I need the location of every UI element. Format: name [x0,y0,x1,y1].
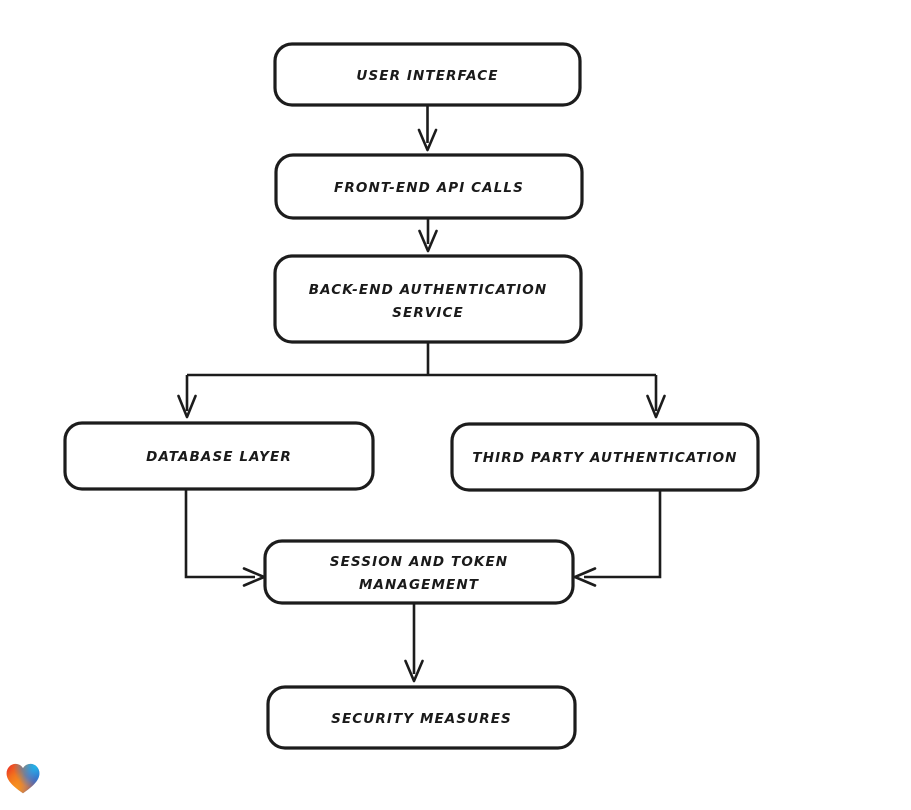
node-third-party-authentication[interactable]: THIRD PARTY AUTHENTICATION [450,422,760,492]
database-layer-label: DATABASE LAYER [146,449,292,465]
node-user-interface[interactable]: USER INTERFACE [273,42,582,107]
node-database-layer[interactable]: DATABASE LAYER [63,421,375,491]
edge-backend-split-bar [187,342,656,377]
node-session-and-token-management[interactable]: SESSION AND TOKEN MANAGEMENT [263,539,575,605]
edge-thirdparty-to-session [573,490,662,587]
third-party-authentication-box[interactable] [450,422,760,492]
edge-session-to-security [404,603,424,683]
back-end-authentication-service-box[interactable] [273,254,583,344]
edge-api-to-backend [418,218,438,253]
front-end-api-calls-box[interactable] [274,153,584,220]
back-end-authentication-service-label-line1: BACK-END AUTHENTICATION [309,282,548,298]
user-interface-box[interactable] [273,42,582,107]
database-layer-box[interactable] [63,421,375,491]
edge-database-to-session [184,489,266,587]
session-and-token-management-box[interactable] [263,539,575,605]
security-measures-box[interactable] [266,685,577,750]
front-end-api-calls-label: FRONT-END API CALLS [334,180,524,196]
session-and-token-management-label-line2: MANAGEMENT [359,577,480,593]
edge-backend-to-database [177,375,197,419]
security-measures-label: SECURITY MEASURES [331,711,512,727]
node-back-end-authentication-service[interactable]: BACK-END AUTHENTICATION SERVICE [273,254,583,344]
session-and-token-management-label-line1: SESSION AND TOKEN [330,554,508,570]
heart-icon [6,763,40,794]
edge-ui-to-api [417,105,438,152]
node-security-measures[interactable]: SECURITY MEASURES [266,685,577,750]
node-front-end-api-calls[interactable]: FRONT-END API CALLS [274,153,584,220]
heart-icon-fill [6,763,40,794]
user-interface-label: USER INTERFACE [356,68,498,84]
edge-backend-to-thirdparty [646,375,666,419]
back-end-authentication-service-label-line2: SERVICE [392,305,464,321]
third-party-authentication-label: THIRD PARTY AUTHENTICATION [472,450,737,466]
